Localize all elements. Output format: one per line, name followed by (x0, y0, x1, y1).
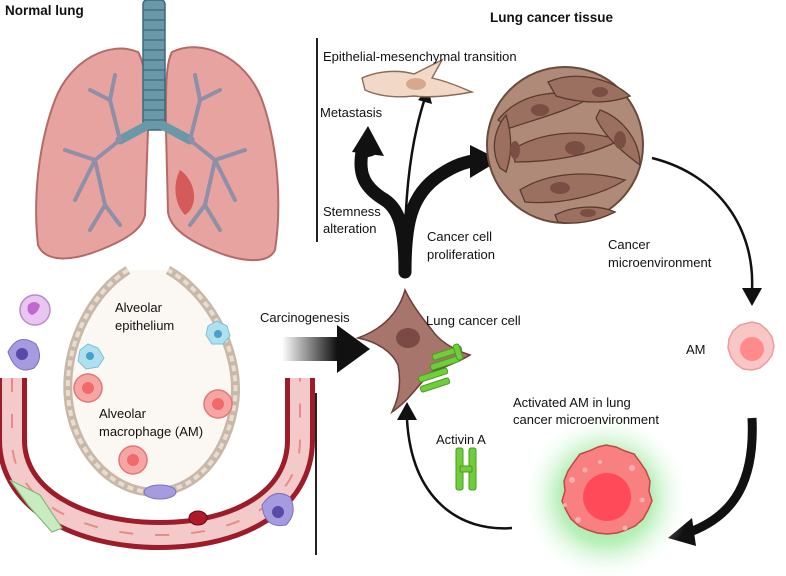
label-stemness-1: Stemness (323, 204, 381, 219)
bronchial-tree (63, 73, 247, 232)
label-alveolar-macrophage-1: Alveolar (99, 406, 146, 421)
label-activated-am-1: Activated AM in lung (513, 395, 631, 410)
activated-am-cell (521, 412, 691, 576)
tumor-mass (486, 66, 644, 224)
label-carcinogenesis: Carcinogenesis (260, 310, 350, 325)
carcinogenesis-arrow (282, 325, 370, 373)
epithelial-cell (77, 320, 231, 370)
label-microenv-1: Cancer (608, 237, 650, 252)
label-activated-am-2: cancer microenvironment (513, 412, 659, 427)
activin-a-molecule (417, 343, 464, 393)
title-normal-lung: Normal lung (5, 3, 84, 18)
emt-cell (361, 58, 475, 98)
label-stemness-2: alteration (323, 221, 377, 236)
label-activin-a: Activin A (436, 432, 486, 447)
progression-arrows (352, 88, 500, 279)
trachea (142, 0, 166, 131)
lung-cancer-cell (355, 287, 472, 415)
normal-lung-illustration (35, 0, 280, 262)
label-microenv-2: microenvironment (608, 255, 712, 270)
alveolus-illustration (0, 266, 315, 551)
label-metastasis: Metastasis (320, 105, 383, 120)
label-alveolar-macrophage-2: macrophage (AM) (99, 424, 204, 439)
label-am: AM (686, 342, 706, 357)
label-lung-cancer-cell: Lung cancer cell (426, 313, 521, 328)
arrow-activin-to-cell (405, 419, 513, 530)
title-lung-cancer-tissue: Lung cancer tissue (490, 10, 614, 25)
label-proliferation-2: proliferation (427, 247, 495, 262)
label-alveolar-epithelium-2: epithelium (115, 318, 175, 333)
activin-a-large (455, 447, 477, 491)
label-alveolar-epithelium-1: Alveolar (115, 300, 162, 315)
arrow-to-microenvironment (651, 156, 754, 291)
label-proliferation-1: Cancer cell (427, 229, 493, 244)
am-cell (727, 321, 775, 371)
right-lung (164, 46, 280, 262)
label-emt: Epithelial-mesenchymal transition (323, 49, 517, 64)
arrow-to-activated-am (688, 417, 757, 537)
